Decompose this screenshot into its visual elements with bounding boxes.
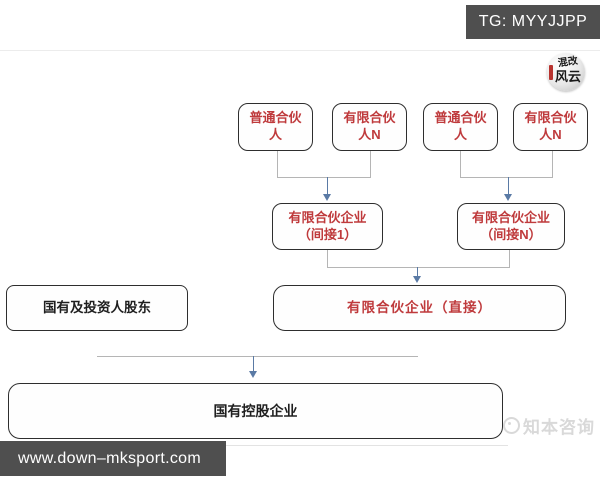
connector-line	[277, 177, 371, 178]
seal-text-bottom: 风云	[555, 69, 582, 84]
arrow-down-line	[253, 356, 254, 372]
box-label-line: 普通合伙	[434, 110, 487, 126]
box-label-line: 人N	[358, 127, 381, 142]
box-label-line: 国有及投资人股东	[43, 300, 151, 316]
arrow-down-line	[508, 177, 509, 195]
box-label-line: 人	[453, 127, 467, 142]
connector-line	[370, 151, 371, 177]
box-label-line: 人N	[539, 127, 562, 142]
box-label-line: 国有控股企业	[213, 402, 298, 419]
top-divider	[0, 50, 600, 51]
box-label-line: 普通合伙	[249, 110, 302, 126]
seal-logo: 混改 风云	[547, 53, 585, 91]
soe-holding-company-box: 国有控股企业	[8, 383, 503, 439]
box-label-line: 有限合伙企业	[288, 209, 367, 225]
general-partner-box-2: 普通合伙 人	[423, 103, 498, 151]
watermark-text: 知本咨询	[523, 418, 595, 437]
seal-text-top: 混改	[557, 55, 579, 70]
box-label-line: （间接N）	[480, 226, 542, 242]
arrow-down-icon	[323, 194, 331, 201]
connector-line	[509, 250, 510, 267]
weibo-icon	[503, 417, 520, 434]
connector-line	[97, 356, 418, 357]
footer-url: www.down–mksport.com	[18, 449, 201, 467]
arrow-down-icon	[504, 194, 512, 201]
arrow-down-line	[417, 267, 418, 277]
watermark: 知本咨询	[503, 413, 595, 438]
bottom-divider	[8, 445, 508, 446]
lp-enterprise-indirectN-box: 有限合伙企业 （间接N）	[457, 203, 565, 250]
box-label-line: （间接1）	[297, 226, 358, 242]
arrow-down-icon	[413, 276, 421, 283]
footer-url-bar: www.down–mksport.com	[0, 441, 226, 476]
limited-partner-box-1: 有限合伙 人N	[332, 103, 407, 151]
lp-enterprise-direct-box: 有限合伙企业（直接）	[273, 285, 566, 331]
connector-line	[277, 151, 278, 177]
arrow-down-line	[327, 177, 328, 195]
general-partner-box-1: 普通合伙 人	[238, 103, 313, 151]
box-label-line: 有限合伙	[524, 110, 577, 126]
connector-line	[460, 177, 553, 178]
box-label-line: 人	[268, 127, 282, 142]
tg-badge: TG: MYYJJPP	[466, 5, 600, 39]
box-label-line: 有限合伙企业（直接）	[347, 300, 492, 316]
connector-line	[327, 267, 510, 268]
limited-partner-box-2: 有限合伙 人N	[513, 103, 588, 151]
connector-line	[327, 250, 328, 267]
box-label-line: 有限合伙	[343, 110, 396, 126]
connector-line	[460, 151, 461, 177]
arrow-down-icon	[249, 371, 257, 378]
lp-enterprise-indirect1-box: 有限合伙企业 （间接1）	[272, 203, 383, 250]
soe-investor-shareholder-box: 国有及投资人股东	[6, 285, 188, 331]
seal-red-strip-icon	[549, 65, 553, 80]
connector-line	[552, 151, 553, 177]
box-label-line: 有限合伙企业	[471, 209, 550, 225]
